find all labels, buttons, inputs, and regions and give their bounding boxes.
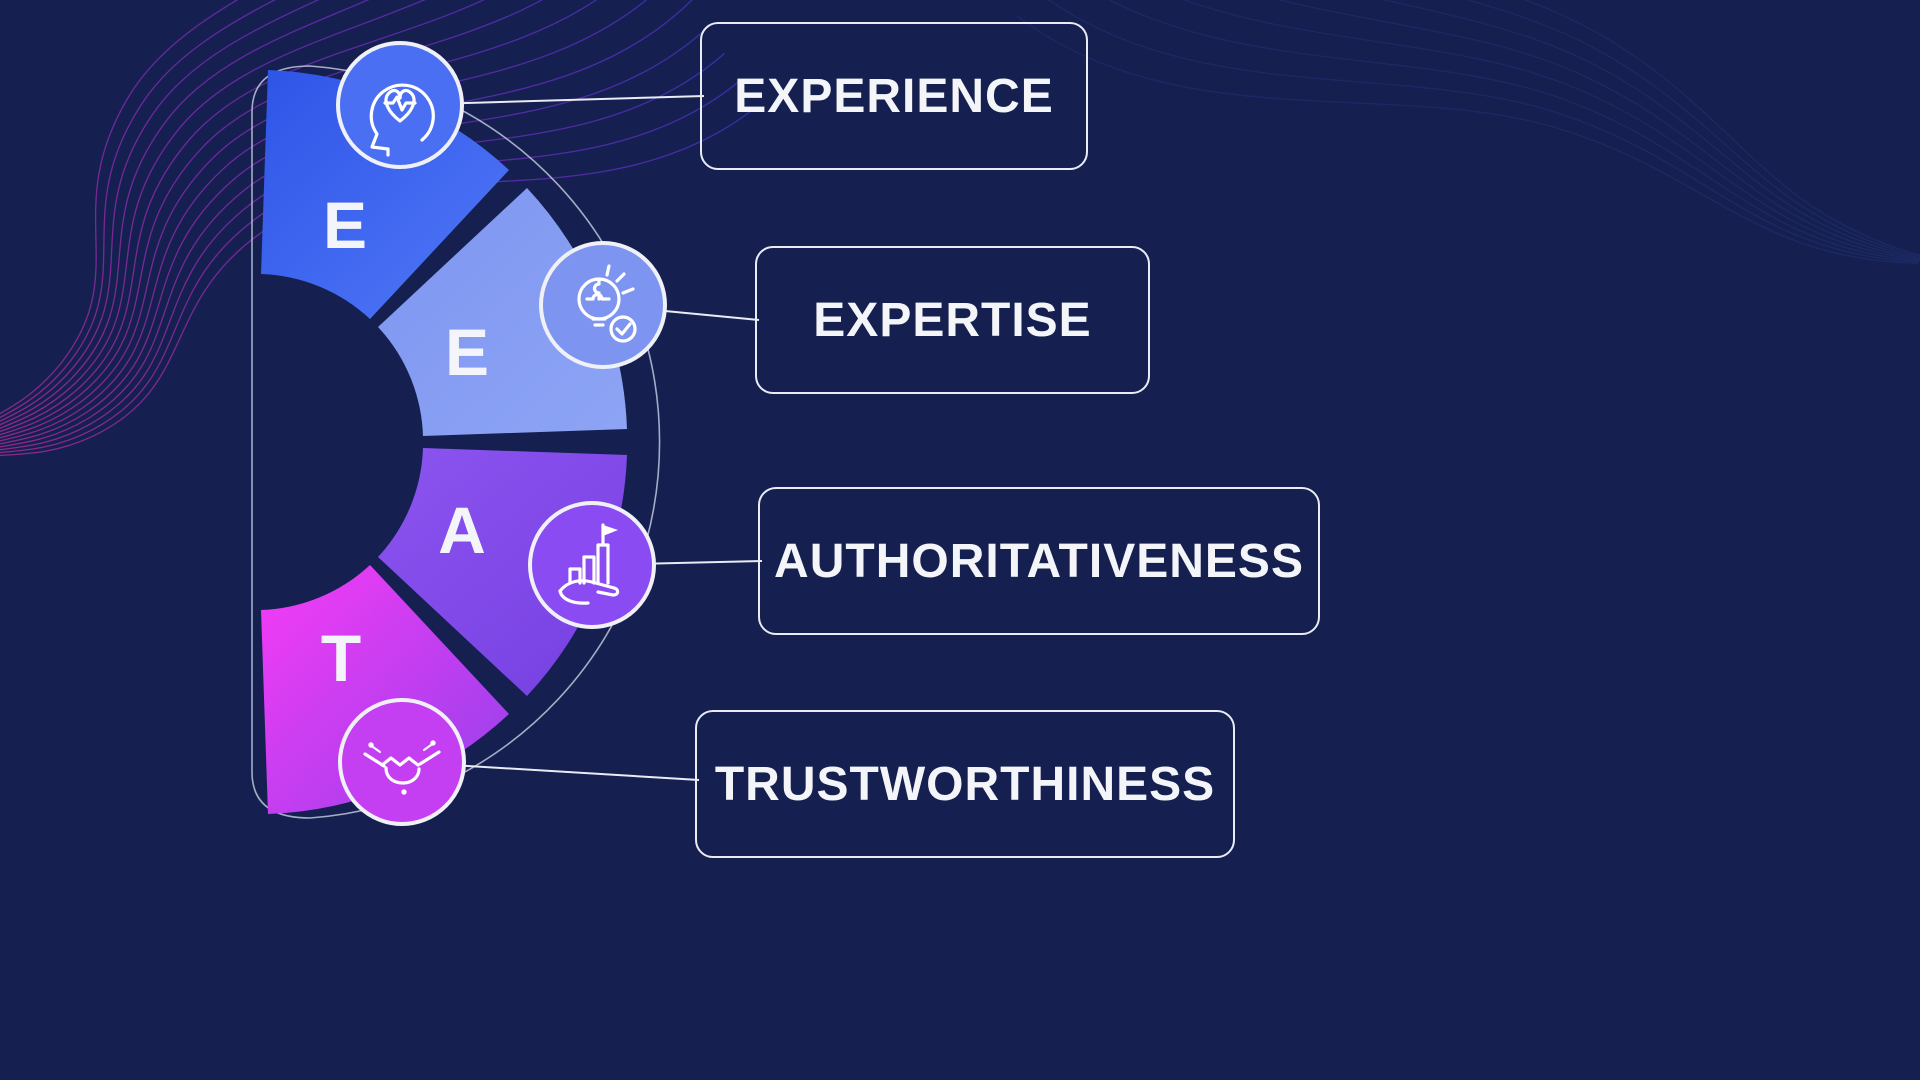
puzzle-seam-v	[592, 277, 601, 301]
wave-line	[1060, 0, 1920, 257]
head-heartbeat-icon	[369, 83, 435, 157]
check-circle	[609, 315, 637, 343]
right-arm	[418, 750, 441, 766]
handshake-icon	[363, 740, 441, 795]
label-box-trustworthiness: TRUSTWORTHINESS	[695, 710, 1235, 858]
pulse-line	[383, 95, 417, 112]
check-mark	[615, 322, 632, 336]
puzzle-bulb-check-icon	[577, 264, 637, 343]
heart-shape	[384, 88, 416, 123]
bulb-base	[591, 317, 607, 327]
letter-authoritativeness: A	[438, 493, 486, 567]
experience-label: EXPERIENCE	[734, 69, 1054, 123]
wave-line	[1016, 0, 1919, 355]
letter-trustworthiness: T	[321, 621, 361, 695]
expertise-label: EXPERTISE	[813, 293, 1092, 347]
wave-line	[1037, 0, 1920, 293]
label-box-authoritativeness: AUTHORITATIVENESS	[758, 487, 1320, 635]
hands-bottom	[384, 766, 421, 785]
segment-expertise-wedge	[378, 188, 627, 436]
hand-palm	[558, 579, 620, 597]
wave-line	[1026, 0, 1920, 324]
letter-experience: E	[323, 188, 367, 262]
head-outline	[369, 83, 435, 157]
expertise-icon-circle	[539, 241, 667, 369]
growth-steps-hand-icon	[558, 523, 620, 605]
authoritativeness-icon-circle	[528, 501, 656, 629]
flag	[603, 525, 618, 536]
trustworthiness-label: TRUSTWORTHINESS	[714, 757, 1216, 811]
label-box-expertise: EXPERTISE	[755, 246, 1150, 394]
idea-rays	[605, 264, 635, 295]
segment-letters: E E A T	[321, 188, 489, 695]
authoritativeness-label: AUTHORITATIVENESS	[774, 534, 1304, 588]
circuit-links	[372, 744, 432, 753]
clasped-fingers	[380, 756, 420, 767]
hand-wrist	[558, 589, 590, 605]
wave-line	[1056, 0, 1920, 258]
wave-decoration-top-right	[1016, 0, 1920, 355]
circuit-dot	[401, 789, 407, 795]
wave-line	[1049, 0, 1920, 261]
wave-line	[1050, 0, 1920, 260]
label-box-experience: EXPERIENCE	[700, 22, 1088, 170]
letter-expertise: E	[445, 315, 489, 389]
